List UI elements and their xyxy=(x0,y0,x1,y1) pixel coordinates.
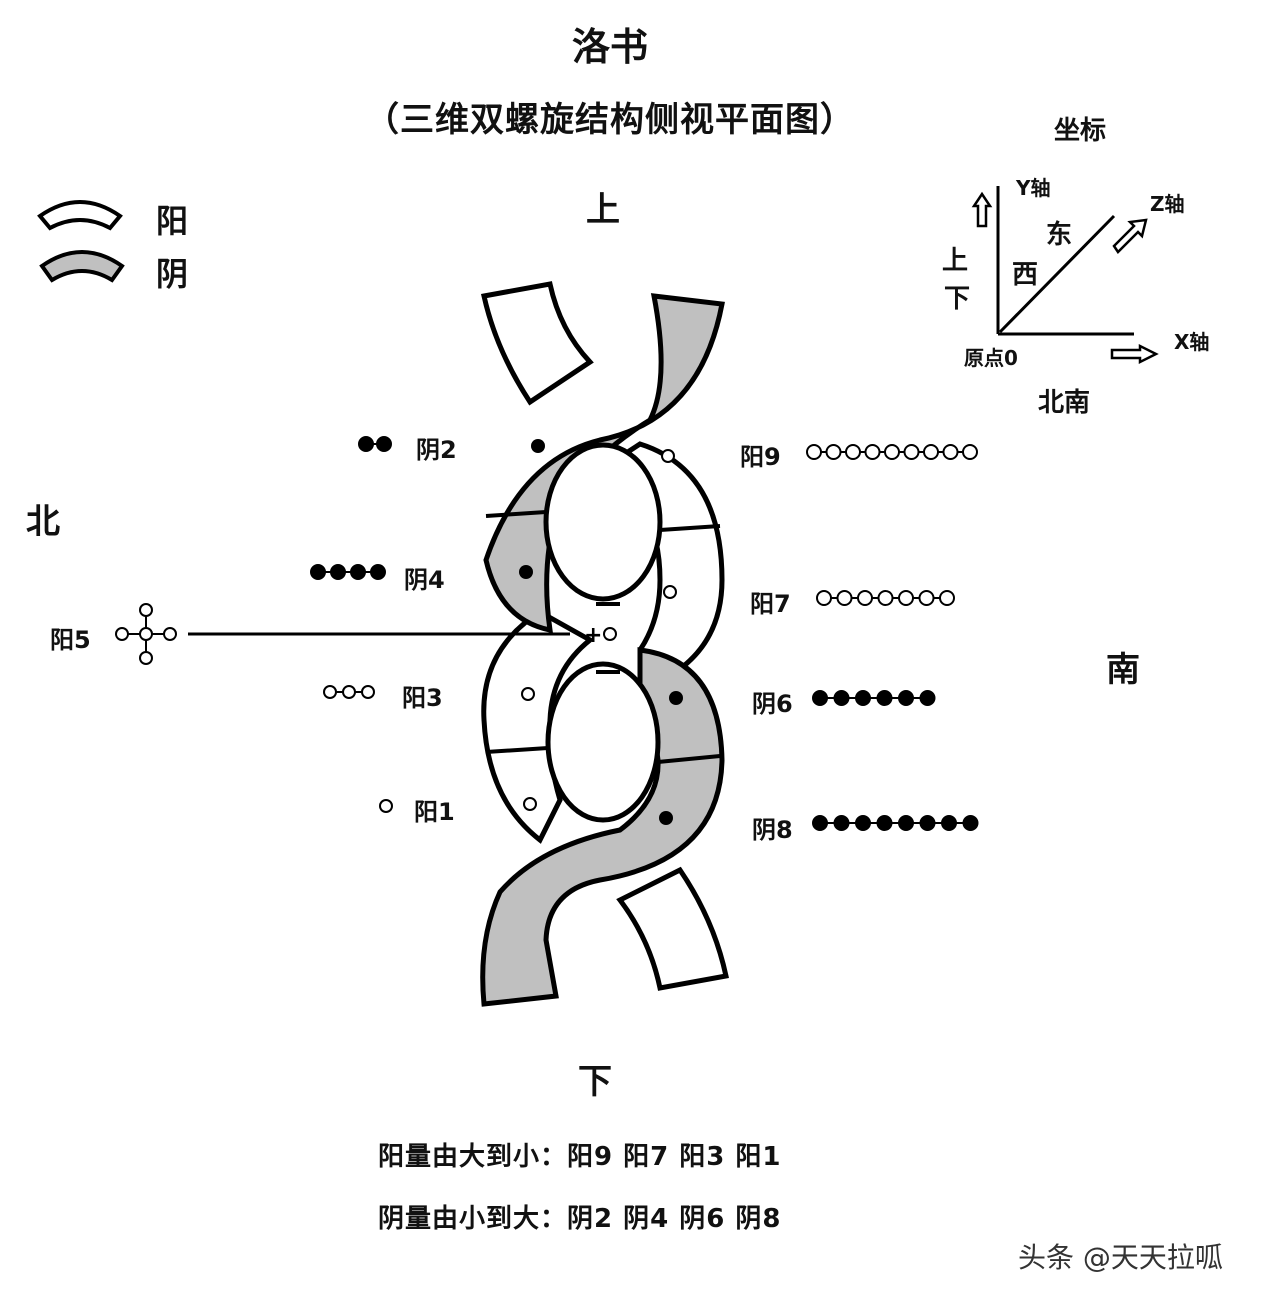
helix-dot-yang9 xyxy=(661,449,675,463)
yin-count-dot xyxy=(876,815,893,831)
helix-dot-yin8 xyxy=(659,811,673,825)
yang-count-dot xyxy=(939,590,955,606)
dots-yang3 xyxy=(323,685,375,699)
west-label: 西 xyxy=(1012,260,1039,290)
helix-yang-strand xyxy=(480,281,729,991)
helix-dot-yin2 xyxy=(531,439,545,453)
z-axis-label: Z轴 xyxy=(1150,192,1185,216)
direction-down-label: 下 xyxy=(578,1062,612,1102)
upper-ring xyxy=(543,442,663,602)
label-yin2: 阴2 xyxy=(416,436,457,464)
yin-count-dot xyxy=(898,815,914,831)
yang-count-dot xyxy=(845,444,861,460)
direction-up-label: 上 xyxy=(586,190,620,230)
yang-count-dot xyxy=(806,444,822,460)
dots-yin4 xyxy=(310,564,386,580)
origin-label: 原点0 xyxy=(964,346,1018,370)
direction-north-label: 北 xyxy=(26,502,60,542)
x-axis-label: X轴 xyxy=(1174,330,1210,354)
helix-yin-strand xyxy=(480,293,725,1007)
label-yang3: 阳3 xyxy=(402,684,443,712)
yin-count-dot xyxy=(919,690,936,706)
helix-dot-yang7 xyxy=(663,585,677,599)
coordinate-title: 坐标 xyxy=(1054,116,1107,146)
label-yin6: 阴6 xyxy=(752,690,793,718)
helix-dot-yin6 xyxy=(669,691,683,705)
east-label: 东 xyxy=(1046,220,1073,250)
coord-up-label: 上 xyxy=(942,246,969,276)
yin-count-dot xyxy=(855,815,871,831)
yang-count-dot xyxy=(903,444,920,460)
yin-count-dot xyxy=(962,815,979,831)
helix-dot-center xyxy=(603,627,617,641)
dots-yang7 xyxy=(816,590,955,606)
coord-down-label: 下 xyxy=(944,284,971,314)
yang-count-dot xyxy=(836,590,853,606)
yang-count-dot xyxy=(816,590,832,606)
yin-count-dot xyxy=(310,564,326,580)
yin-count-dot xyxy=(855,690,871,706)
label-yin8: 阴8 xyxy=(752,816,793,844)
yin-count-dot xyxy=(370,564,386,580)
yang-count-dot xyxy=(379,799,393,813)
yin-count-dot xyxy=(833,815,850,831)
yin-count-dot xyxy=(919,815,936,831)
yang-count-dot xyxy=(884,444,900,460)
helix-dot-yang1 xyxy=(523,797,537,811)
legend-yin-label: 阴 xyxy=(156,255,189,293)
yang-count-dot xyxy=(962,444,978,460)
north-south-label: 北南 xyxy=(1038,388,1091,418)
yang-count-dot xyxy=(825,444,842,460)
yang-count-dot xyxy=(918,590,935,606)
helix-dot-yin4 xyxy=(519,565,533,579)
label-yang7: 阳7 xyxy=(750,590,791,618)
label-yang9: 阳9 xyxy=(740,443,781,471)
yin-count-dot xyxy=(898,690,914,706)
yin-count-dot xyxy=(833,690,850,706)
dots-yang1 xyxy=(379,799,393,813)
yin-count-dot xyxy=(812,690,828,706)
summary-yin-line: 阴量由小到大：阴2 阴4 阴6 阴8 xyxy=(378,1204,782,1234)
yin-count-dot xyxy=(376,436,392,452)
helix-center-plus: + xyxy=(584,623,602,648)
label-yang1: 阳1 xyxy=(414,798,455,826)
helix-dividers xyxy=(485,510,721,764)
diagram-subtitle: （三维双螺旋结构侧视平面图） xyxy=(365,100,855,140)
watermark: 头条 @天天拉呱 xyxy=(1018,1241,1223,1274)
direction-south-label: 南 xyxy=(1106,650,1140,690)
helix-markers xyxy=(519,439,683,825)
label-yin4: 阴4 xyxy=(404,566,445,594)
legend-yang-swatch xyxy=(37,200,123,231)
yang-count-dot xyxy=(942,444,959,460)
yang-count-dot xyxy=(342,685,356,699)
dots-yang9 xyxy=(806,444,978,460)
yang-count-dot xyxy=(857,590,873,606)
legend-yang-label: 阳 xyxy=(156,202,189,240)
yang-count-dot xyxy=(898,590,914,606)
dots-yin6 xyxy=(812,690,936,706)
dots-yin2 xyxy=(358,436,392,452)
yin-count-dot xyxy=(812,815,828,831)
y-axis-label: Y轴 xyxy=(1016,176,1051,200)
diagram-title: 洛书 xyxy=(571,25,648,69)
yang-count-dot xyxy=(923,444,939,460)
yang5-cross-symbol xyxy=(115,603,177,665)
yin-count-dot xyxy=(330,564,346,580)
helix-dot-yang3 xyxy=(521,687,535,701)
yang-count-dot xyxy=(323,685,337,699)
dots-yin8 xyxy=(812,815,979,831)
yin-count-dot xyxy=(876,690,893,706)
summary-yang-line: 阳量由大到小：阳9 阳7 阳3 阳1 xyxy=(378,1142,782,1172)
coordinate-system xyxy=(971,186,1159,365)
label-yang5: 阳5 xyxy=(50,626,91,654)
yang-count-dot xyxy=(877,590,894,606)
lower-ring xyxy=(545,661,661,823)
yang-count-dot xyxy=(864,444,881,460)
yang-count-dot xyxy=(361,685,375,699)
yin-count-dot xyxy=(350,564,366,580)
yin-count-dot xyxy=(941,815,957,831)
legend-yin-swatch xyxy=(39,250,125,283)
yin-count-dot xyxy=(358,436,374,452)
